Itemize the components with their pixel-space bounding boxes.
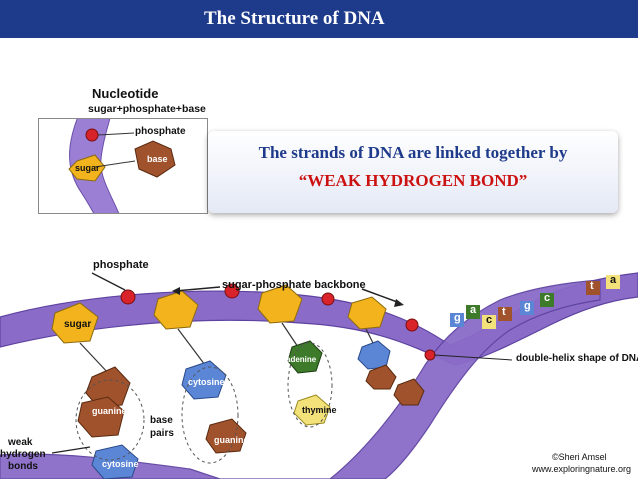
rung-2 <box>466 305 480 319</box>
callout-highlight: “WEAK HYDROGEN BOND” <box>298 171 528 190</box>
helix-letter-2: a <box>470 304 477 316</box>
guanine-icon-4 <box>393 378 425 406</box>
label-weak: weak <box>8 437 33 448</box>
inset-label-sugar: sugar <box>75 163 100 173</box>
label-cytosine-2: cytosine <box>102 459 139 469</box>
helix-pointer <box>433 354 513 361</box>
dna-diagram: phosphate sugar-phosphate backbone sugar… <box>0 255 638 480</box>
label-adenine: adenine <box>286 355 317 364</box>
phosphate-icon-1 <box>120 289 136 305</box>
guanine-icon-2 <box>77 396 125 438</box>
helix-letter-1: g <box>454 312 461 324</box>
label-bonds: bonds <box>8 461 38 472</box>
credit-name: ©Sheri Amsel <box>552 452 607 462</box>
rung-5 <box>520 301 534 315</box>
label-thymine: thymine <box>302 405 337 415</box>
hydrogen-bond-ring-2 <box>181 366 239 464</box>
rung-8 <box>606 275 620 289</box>
backbone-arrow-left <box>174 286 221 292</box>
label-base: base <box>150 415 173 426</box>
helix-rungs <box>450 275 620 329</box>
cytosine-icon-1 <box>181 360 227 400</box>
helix-letter-5: g <box>524 300 531 312</box>
helix-letter-6: c <box>544 292 551 304</box>
inset-phosphate-pointer <box>97 132 135 136</box>
label-guanine: guanine <box>92 406 127 416</box>
cytosine-icon-3 <box>91 444 139 480</box>
rung-3 <box>482 315 496 329</box>
sugar-icon-4 <box>347 296 387 330</box>
label-sugar: sugar <box>64 319 92 330</box>
arrow-head-right <box>394 299 404 307</box>
arrow-head-left <box>172 287 180 295</box>
adenine-icon <box>287 340 323 374</box>
title-bar: The Structure of DNA <box>0 0 638 38</box>
label-backbone: sugar-phosphate backbone <box>222 279 366 291</box>
nucleotide-title: Nucleotide <box>92 86 159 101</box>
guanine-icon-1 <box>85 366 131 408</box>
inset-bond-line <box>94 160 136 168</box>
helix-letter-7: t <box>590 280 594 292</box>
nucleotide-illustration <box>68 119 176 213</box>
sugar-icon-3 <box>257 284 303 324</box>
rung-1 <box>450 313 464 327</box>
phosphate-icon-3 <box>321 292 335 306</box>
label-phosphate: phosphate <box>93 259 149 271</box>
connector-1 <box>79 342 111 376</box>
credit-url: www.exploringnature.org <box>532 464 632 474</box>
phosphate-pointer <box>91 272 126 291</box>
label-pairs: pairs <box>150 428 174 439</box>
phosphate-icon-4 <box>405 318 419 332</box>
label-double-helix: double-helix shape of DNA <box>516 353 638 364</box>
hydrogen-bond-ring-1 <box>75 379 145 461</box>
rung-6 <box>540 293 554 307</box>
dna-illustration <box>0 272 638 480</box>
hydrogen-bond-ring-3 <box>287 342 333 428</box>
callout-box: The strands of DNA are linked together b… <box>208 131 618 213</box>
sugar-icon-1 <box>51 302 99 344</box>
label-cytosine: cytosine <box>188 377 225 387</box>
rung-7 <box>586 281 600 295</box>
rung-4 <box>498 307 512 321</box>
inset-phosphate-icon <box>85 128 99 142</box>
inset-label-phosphate: phosphate <box>135 126 186 137</box>
nucleotide-inset: phosphate sugar base <box>38 118 208 214</box>
page-title: The Structure of DNA <box>204 8 385 29</box>
guanine-icon-5 <box>205 418 247 454</box>
label-hydrogen: hydrogen <box>0 449 46 460</box>
guanine-icon-3 <box>365 364 397 390</box>
callout-text: The strands of DNA are linked together b… <box>258 143 568 162</box>
phosphate-icon-2 <box>224 283 240 299</box>
helix-letter-3: c <box>486 314 493 326</box>
helix-letter-4: t <box>502 306 506 318</box>
inset-label-base: base <box>147 154 168 164</box>
connector-2 <box>177 328 206 366</box>
weak-bond-pointer <box>51 446 91 454</box>
inset-base-icon <box>134 140 176 178</box>
phosphate-icon-5 <box>424 349 436 361</box>
backbone-arrow-right <box>361 288 401 304</box>
helix-letter-8: a <box>610 274 617 286</box>
label-guanine-2: guanine <box>214 435 249 445</box>
nucleotide-subtitle: sugar+phosphate+base <box>88 103 206 115</box>
inset-sugar-icon <box>68 154 106 182</box>
